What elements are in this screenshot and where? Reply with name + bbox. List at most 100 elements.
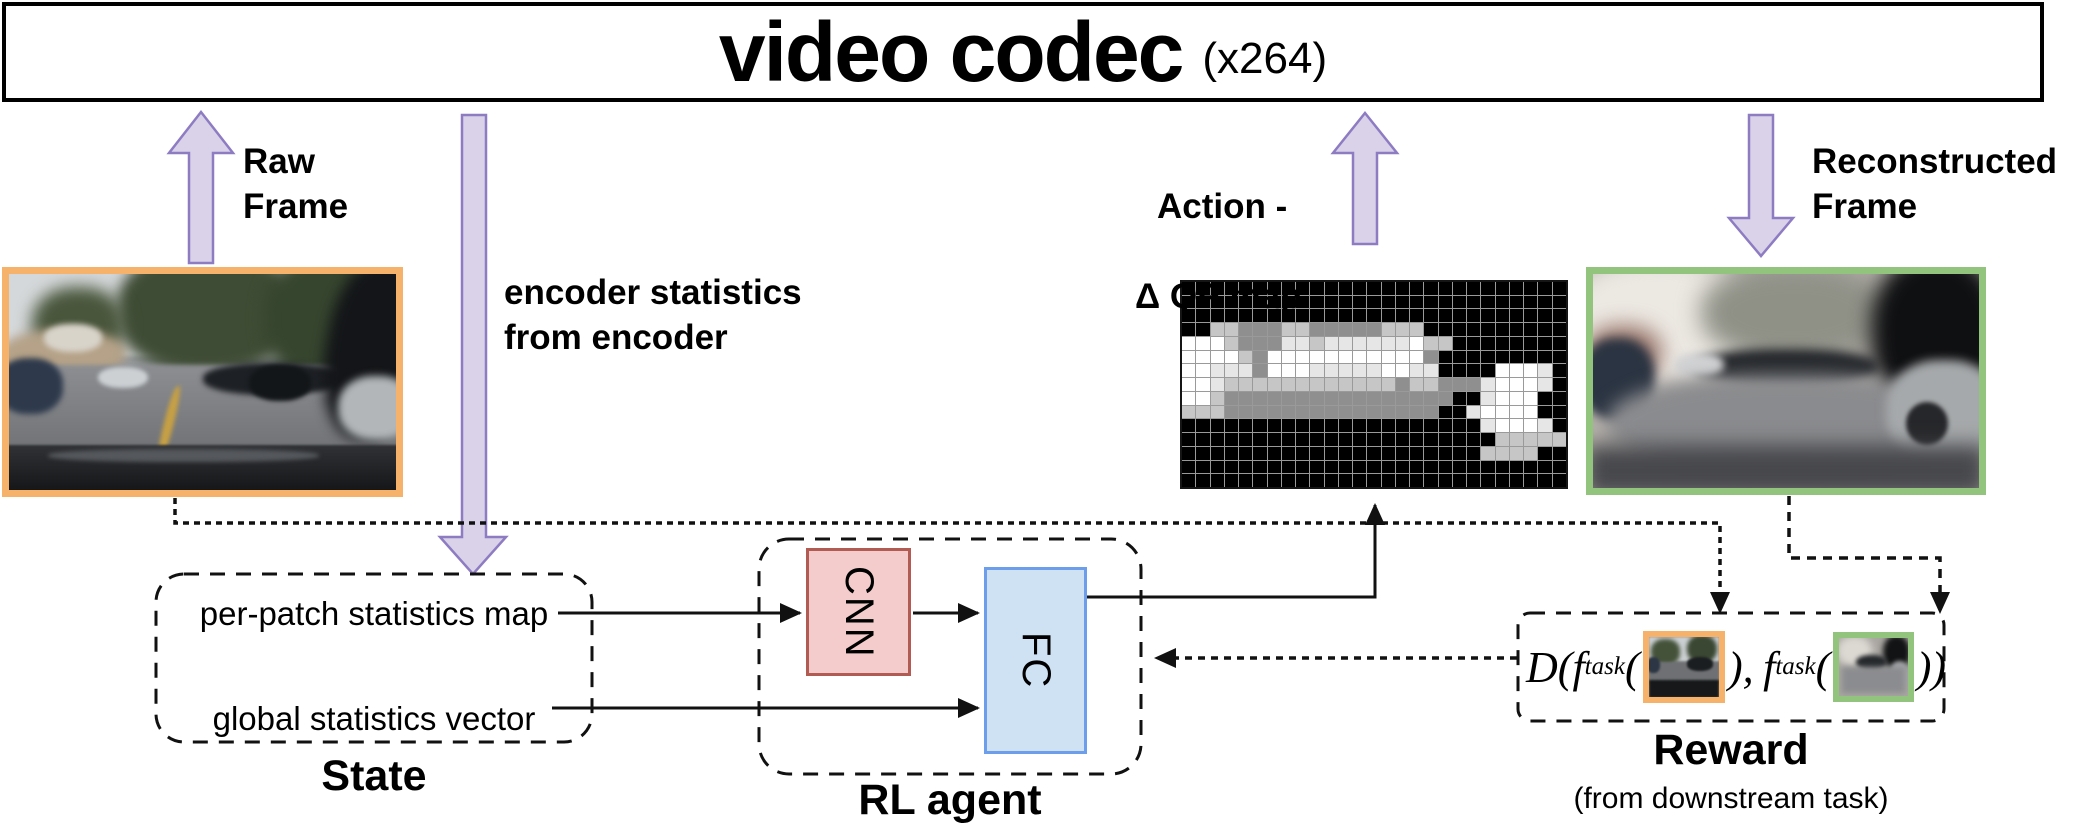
qp-cell [1552,295,1566,309]
qp-cell [1381,446,1395,460]
qp-cell [1182,446,1196,460]
qp-cell [1538,364,1552,378]
qp-cell [1495,336,1509,350]
qp-cell [1395,405,1410,419]
qp-cell [1467,336,1481,350]
qp-cell [1182,419,1196,433]
qp-cell [1281,460,1296,474]
formula-lp1: ( [1624,642,1640,692]
qp-cell [1196,391,1210,405]
qp-cell [1395,295,1410,309]
qp-cell [1367,433,1381,446]
qp-cell [1538,295,1552,309]
qp-cell [1182,460,1196,474]
qp-cell [1467,446,1481,460]
qp-cell [1210,323,1224,336]
qp-cell [1481,309,1495,323]
qp-cell [1467,364,1481,378]
qp-cell [1224,460,1239,474]
qp-cell [1367,405,1381,419]
state-item-per-patch: per-patch statistics map [199,595,549,632]
qp-cell [1296,446,1310,460]
qp-cell [1424,309,1438,323]
qp-cell [1253,446,1267,460]
qp-cell [1410,336,1424,350]
qp-cell [1310,433,1324,446]
qp-cell [1324,474,1338,487]
qp-cell [1495,433,1509,446]
qp-cell [1481,446,1495,460]
qp-cell [1552,405,1566,419]
qp-cell [1424,364,1438,378]
qp-cell [1481,474,1495,487]
qp-cell [1196,350,1210,364]
qp-cell [1239,433,1253,446]
qp-cell [1182,474,1196,487]
reconstructed-to-reward-dashed-line [1787,496,1950,614]
qp-cell [1381,295,1395,309]
raw-frame-scene [9,274,396,490]
qp-cell [1324,364,1338,378]
qp-cell [1410,378,1424,391]
qp-cell [1224,474,1239,487]
qp-cell [1509,433,1524,446]
qp-cell [1381,460,1395,474]
qp-cell [1452,350,1467,364]
qp-cell [1310,282,1324,295]
qp-cell [1210,295,1224,309]
qp-cell [1353,282,1367,295]
qp-cell [1210,336,1224,350]
qp-cell [1381,433,1395,446]
fc-box: FC [984,567,1087,754]
qp-cell [1438,323,1452,336]
qp-cell [1495,350,1509,364]
qp-cell [1424,282,1438,295]
qp-cell [1495,295,1509,309]
qp-cell [1296,474,1310,487]
qp-cell [1495,364,1509,378]
qp-cell [1538,378,1552,391]
qp-cell [1381,323,1395,336]
qp-cell [1552,446,1566,460]
qp-cell [1281,364,1296,378]
qp-cell [1538,474,1552,487]
qp-cell [1196,336,1210,350]
qp-cell [1538,323,1552,336]
qp-cell [1481,282,1495,295]
qp-cell [1267,446,1281,460]
qp-cell [1310,419,1324,433]
qp-cell [1395,433,1410,446]
qp-cell [1281,336,1296,350]
qp-cell [1481,419,1495,433]
qp-cell [1310,295,1324,309]
qp-cell [1281,419,1296,433]
qp-map-image [1180,280,1568,489]
qp-cell [1267,474,1281,487]
qp-cell [1410,309,1424,323]
qp-cell [1353,350,1367,364]
qp-cell [1224,336,1239,350]
qp-cell [1552,460,1566,474]
qp-cell [1253,378,1267,391]
qp-cell [1182,391,1196,405]
qp-cell [1509,350,1524,364]
qp-cell [1182,282,1196,295]
reconstructed-down-arrow [1726,113,1796,258]
qp-cell [1481,391,1495,405]
qp-cell [1239,323,1253,336]
encoder-stats-down-arrow [437,113,509,576]
qp-cell [1524,419,1538,433]
qp-cell [1296,295,1310,309]
qp-cell [1381,336,1395,350]
qp-cell [1367,378,1381,391]
qp-cell [1552,474,1566,487]
qp-cell [1253,364,1267,378]
qp-cell [1196,419,1210,433]
qp-cell [1509,309,1524,323]
qp-cell [1253,350,1267,364]
qp-cell [1495,474,1509,487]
qp-cell [1410,419,1424,433]
qp-cell [1210,405,1224,419]
qp-cell [1267,336,1281,350]
qp-cell [1395,446,1410,460]
